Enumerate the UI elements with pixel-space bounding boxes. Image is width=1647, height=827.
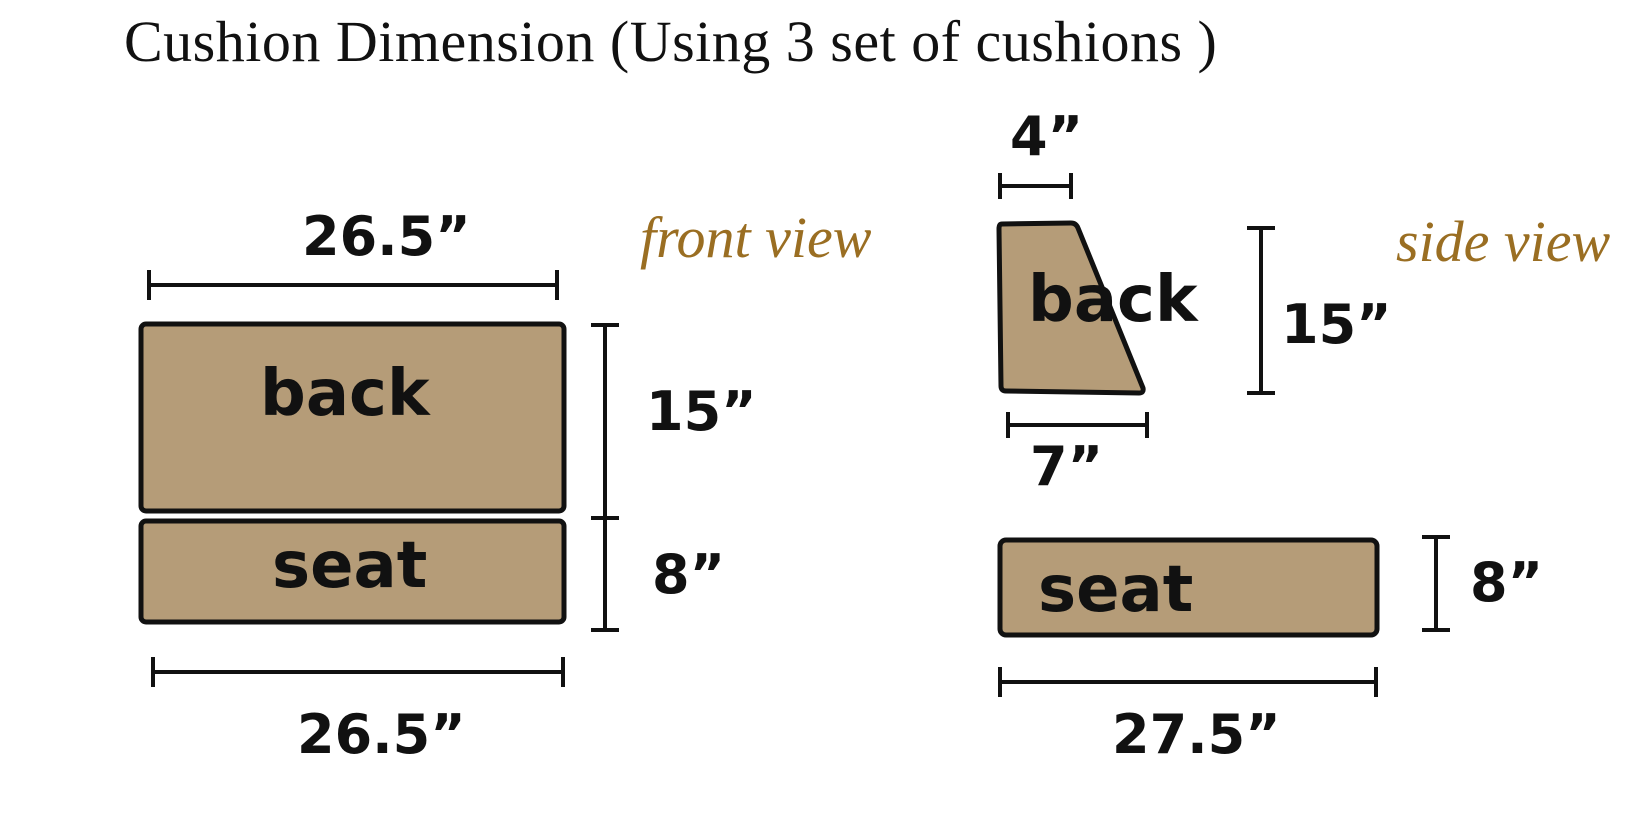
front-back-cushion-label: back (260, 357, 430, 431)
side-seat-depth-label: 27.5” (1112, 703, 1281, 766)
side-back-height-dimension-line (1247, 226, 1275, 395)
side-back-bottom-depth-label: 7” (1030, 435, 1104, 498)
side-seat-depth-dimension-line (998, 667, 1378, 697)
front-back-height-label: 15” (646, 380, 757, 443)
front-back-width-dimension-line (147, 270, 559, 300)
side-back-cushion-label: back (1028, 263, 1198, 337)
side-seat-height-dimension-line (1422, 535, 1450, 632)
front-seat-width-label: 26.5” (297, 703, 466, 766)
side-view-label: side view (1396, 209, 1611, 274)
side-back-cushion (996, 220, 1146, 396)
front-back-width-label: 26.5” (302, 205, 471, 268)
side-seat-cushion (997, 537, 1380, 638)
front-back-cushion (138, 321, 567, 514)
side-seat-height-label: 8” (1470, 551, 1544, 614)
front-height-dimension-line (591, 323, 619, 632)
side-back-bottom-depth-dimension-line (1006, 412, 1149, 438)
front-seat-cushion (138, 518, 567, 625)
side-seat-cushion-label: seat (1038, 553, 1194, 627)
side-back-top-depth-label: 4” (1010, 105, 1084, 168)
side-back-top-depth-dimension-line (998, 173, 1073, 199)
front-seat-cushion-label: seat (272, 529, 428, 603)
front-seat-height-label: 8” (652, 543, 726, 606)
side-back-height-label: 15” (1281, 293, 1392, 356)
page-title: Cushion Dimension (Using 3 set of cushio… (124, 9, 1218, 74)
front-seat-width-dimension-line (151, 657, 565, 687)
front-view-label: front view (640, 205, 872, 270)
